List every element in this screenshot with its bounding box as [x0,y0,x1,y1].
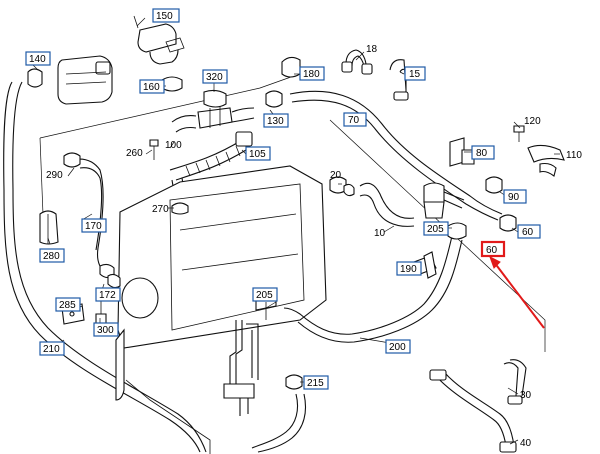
part-label-300[interactable]: 300 [93,322,119,337]
svg-text:205: 205 [256,290,273,301]
svg-text:170: 170 [85,221,102,232]
part-label-270: 270 [152,204,169,215]
part-label-200[interactable]: 200 [385,339,411,354]
part-label-320[interactable]: 320 [202,69,228,84]
part-label-160[interactable]: 160 [139,79,165,94]
svg-text:300: 300 [97,325,114,336]
svg-text:150: 150 [156,11,173,22]
svg-text:200: 200 [389,342,406,353]
highlighted-part-label-60[interactable]: 60 [480,240,506,258]
part-label-80[interactable]: 80 [471,145,495,160]
part-label-40: 40 [520,438,532,449]
part-label-70[interactable]: 70 [343,112,367,127]
part-label-210[interactable]: 210 [39,341,65,356]
svg-text:80: 80 [476,148,488,159]
part-drawings [3,15,565,454]
part-label-30: 30 [520,390,532,401]
svg-text:172: 172 [99,290,116,301]
svg-text:60: 60 [486,245,498,256]
svg-text:15: 15 [409,69,421,80]
svg-text:280: 280 [43,251,60,262]
svg-text:205: 205 [427,224,444,235]
part-label-20: 20 [330,170,342,181]
part-label-180[interactable]: 180 [299,66,325,81]
part-label-190[interactable]: 190 [396,261,422,276]
part-label-150[interactable]: 150 [152,8,180,23]
svg-text:140: 140 [29,54,46,65]
svg-text:285: 285 [59,300,76,311]
part-label-90[interactable]: 90 [503,189,527,204]
part-label-260: 260 [126,148,143,159]
part-label-172[interactable]: 172 [95,287,121,302]
svg-text:90: 90 [508,192,520,203]
svg-text:190: 190 [400,264,417,275]
part-label-205-lower[interactable]: 205 [252,287,278,302]
part-label-10: 10 [374,228,386,239]
part-label-170[interactable]: 170 [81,218,107,233]
part-label-130[interactable]: 130 [263,113,289,128]
part-label-215[interactable]: 215 [303,375,329,390]
boxed-labels: 150 140 160 320 180 15 130 70 105 80 90 … [25,8,541,390]
highlight-arrow [489,255,545,329]
svg-text:105: 105 [249,149,266,160]
svg-text:215: 215 [307,378,324,389]
part-label-120: 120 [524,116,541,127]
part-label-110: 110 [566,150,582,161]
part-label-15[interactable]: 15 [404,66,426,81]
part-label-280[interactable]: 280 [39,248,65,263]
svg-text:70: 70 [348,115,360,126]
svg-text:130: 130 [267,116,284,127]
part-label-140[interactable]: 140 [25,51,51,66]
part-label-18: 18 [366,44,378,55]
part-label-60[interactable]: 60 [517,224,541,239]
part-label-205-upper[interactable]: 205 [423,221,449,236]
svg-text:60: 60 [522,227,534,238]
part-label-100: 100 [165,140,182,151]
part-label-105[interactable]: 105 [245,146,271,161]
svg-text:210: 210 [43,344,60,355]
svg-text:160: 160 [143,82,160,93]
part-label-285[interactable]: 285 [55,297,81,312]
part-label-290: 290 [46,170,63,181]
svg-text:320: 320 [206,72,223,83]
svg-text:180: 180 [303,69,320,80]
plain-labels: 18 120 110 260 100 290 20 270 10 30 40 [46,44,582,449]
